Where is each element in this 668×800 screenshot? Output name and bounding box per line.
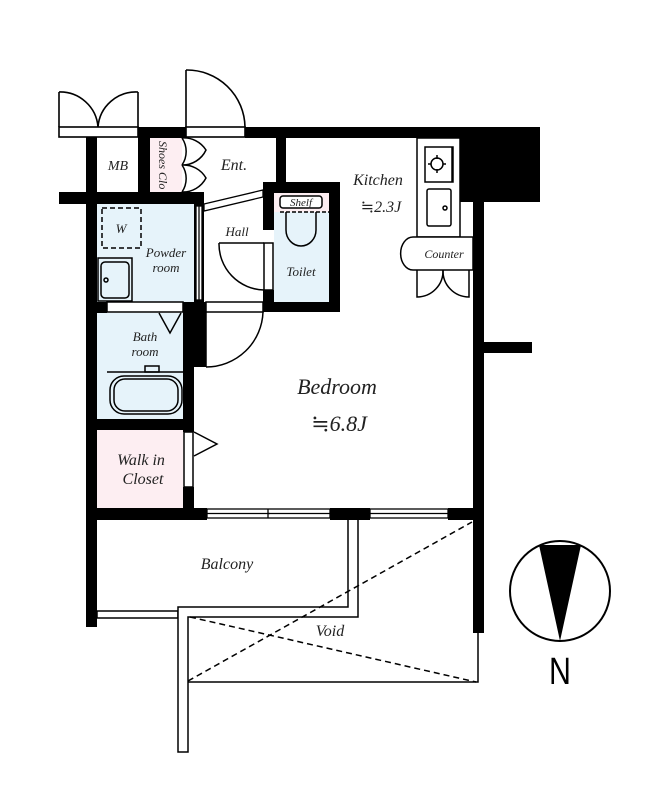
balcony-label: Balcony xyxy=(201,556,254,573)
windows xyxy=(195,189,449,519)
compass-north-label: N xyxy=(549,651,571,693)
room-labels: MB Shoes Clo Ent. Kitchen ≒2.3J Shelf Ha… xyxy=(107,141,464,640)
north-compass: N xyxy=(509,540,611,693)
balcony-void xyxy=(96,520,479,753)
exterior-doors xyxy=(58,69,246,138)
kitchen-area: ≒2.3J xyxy=(361,199,402,216)
powder-room-fill xyxy=(97,204,194,302)
interior-doors xyxy=(106,137,274,488)
walk-in-closet-fill xyxy=(97,430,183,508)
mb-label: MB xyxy=(107,159,129,174)
bath-room-label-1: Bath xyxy=(133,329,158,344)
toilet-label: Toilet xyxy=(286,264,316,279)
walls xyxy=(59,127,540,633)
powder-room-label-2: room xyxy=(153,260,180,275)
shoes-closet-label: Shoes Clo xyxy=(156,141,170,189)
counter-label: Counter xyxy=(424,247,464,261)
shelf-label: Shelf xyxy=(290,197,314,209)
bath-room-label-2: room xyxy=(132,344,159,359)
walk-in-closet-label-1: Walk in xyxy=(117,452,165,469)
shoes-closet-fill xyxy=(150,138,182,192)
hall-label: Hall xyxy=(224,224,249,239)
powder-room-label-1: Powder xyxy=(145,245,187,260)
bedroom-label: Bedroom xyxy=(297,374,377,399)
walk-in-closet-label-2: Closet xyxy=(123,471,164,488)
washer-space xyxy=(101,207,142,249)
entrance-label: Ent. xyxy=(220,157,247,174)
washer-label: W xyxy=(116,221,128,236)
bedroom-area: ≒6.8J xyxy=(311,411,368,436)
kitchen-label: Kitchen xyxy=(352,172,403,189)
compass-needle-icon xyxy=(539,545,581,641)
fixtures xyxy=(97,137,474,415)
void-label: Void xyxy=(316,623,345,640)
